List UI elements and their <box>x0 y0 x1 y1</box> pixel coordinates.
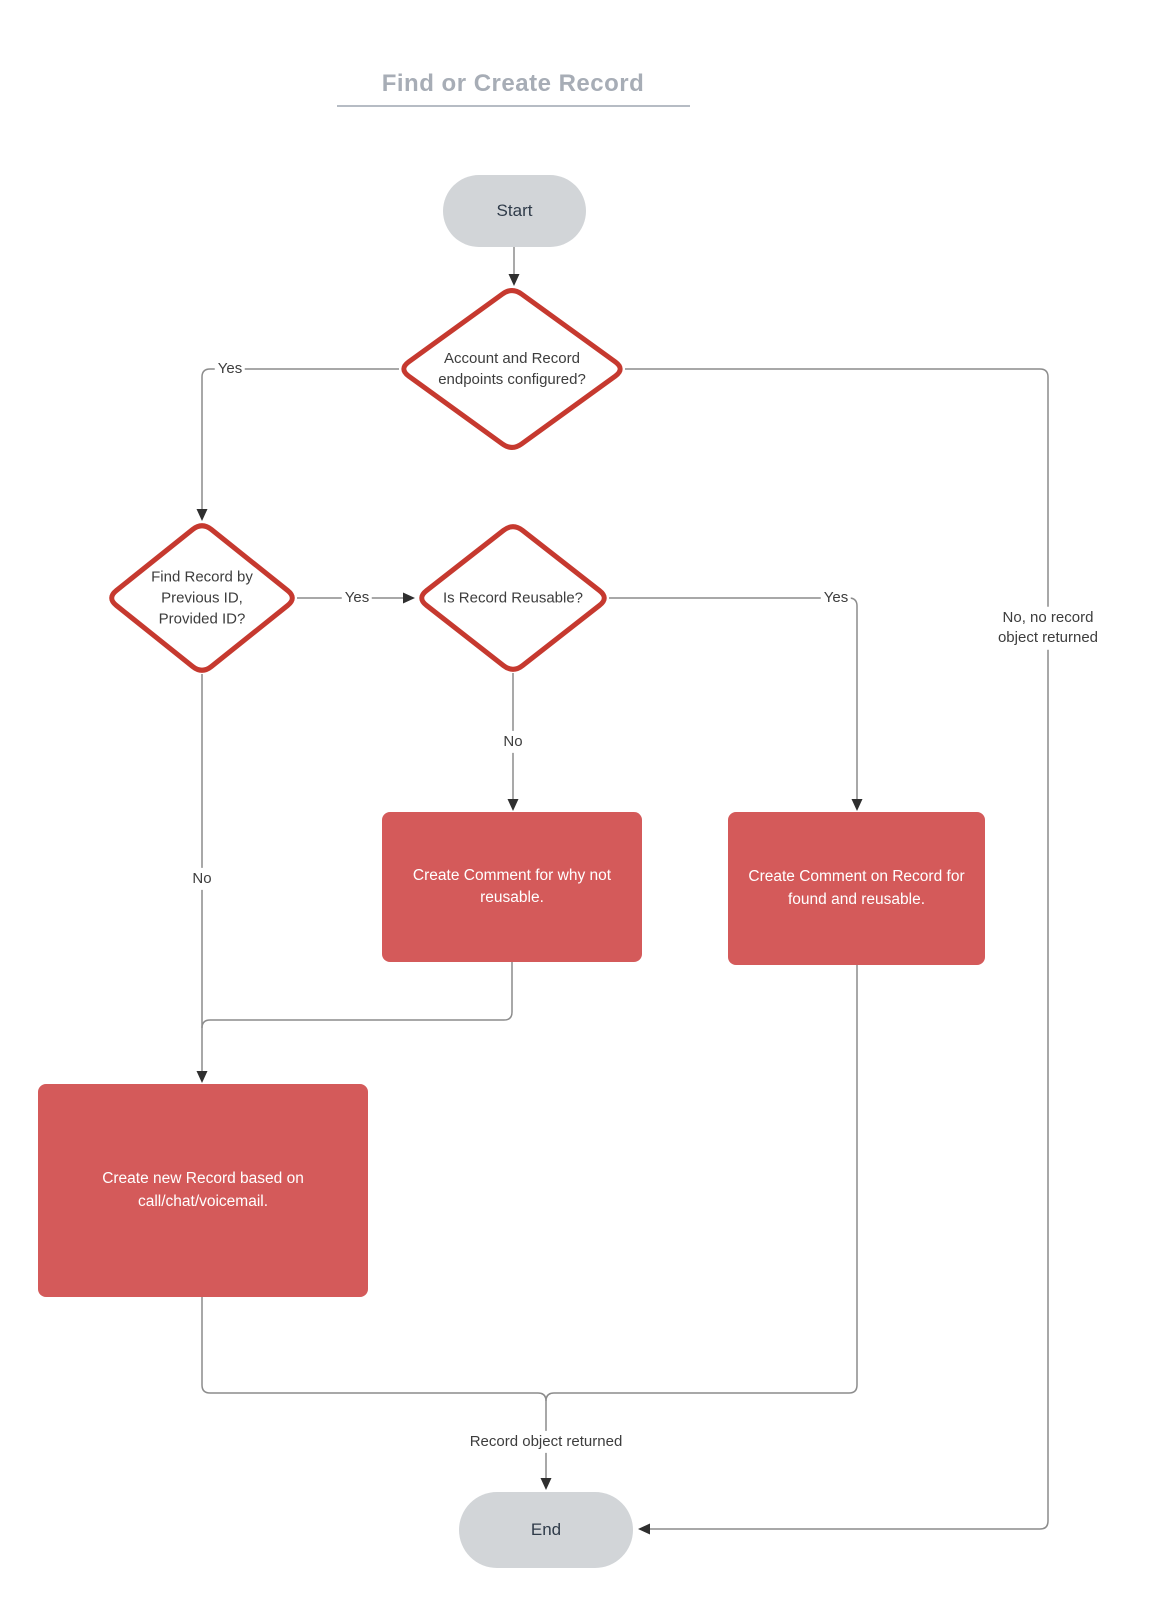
edge-label-endpoints-yes: Yes <box>214 357 246 381</box>
title-underline <box>337 105 690 107</box>
process-comment-found-reusable: Create Comment on Record for found and r… <box>728 812 985 965</box>
end-node: End <box>459 1492 633 1568</box>
edge-label-find-no: No <box>189 867 215 891</box>
decision-find-record-label: Find Record by Previous ID, Provided ID? <box>151 568 253 628</box>
decision-endpoints-shape <box>401 288 623 450</box>
edge-reusable-yes <box>609 597 863 811</box>
process-comment-not-reusable: Create Comment for why not reusable. <box>382 812 642 962</box>
edge-endpoints-no <box>625 368 1049 1535</box>
edge-create-record-to-end <box>201 1297 552 1490</box>
decision-reusable-shape <box>419 524 607 672</box>
edge-label-reusable-no: No <box>500 730 526 754</box>
end-label: End <box>530 1520 562 1539</box>
edge-label-endpoints-no: No, no record object returned <box>986 606 1110 650</box>
start-node: Start <box>443 175 586 247</box>
process-comment-found-reusable-label: Create Comment on Record for found and r… <box>748 868 965 908</box>
page-title: Find or Create Record <box>381 70 645 97</box>
edge-not-reusable-to-create <box>201 962 513 1029</box>
process-comment-not-reusable-label: Create Comment for why not reusable. <box>412 866 612 906</box>
edge-label-record-returned: Record object returned <box>466 1430 626 1454</box>
edge-label-reusable-yes: Yes <box>820 586 852 610</box>
decision-reusable-label: Is Record Reusable? <box>442 589 584 607</box>
start-label: Start <box>496 201 533 220</box>
process-create-record-label: Create new Record based on call/chat/voi… <box>102 1170 304 1210</box>
process-create-record: Create new Record based on call/chat/voi… <box>38 1084 368 1297</box>
decision-endpoints-label: Account and Record endpoints configured? <box>438 350 586 388</box>
decision-find-record-shape <box>109 523 295 673</box>
edge-endpoints-yes <box>196 368 399 521</box>
edge-found-reusable-to-end <box>545 965 858 1402</box>
edge-start-to-endpoints <box>508 247 520 286</box>
edge-label-find-yes: Yes <box>341 586 373 610</box>
